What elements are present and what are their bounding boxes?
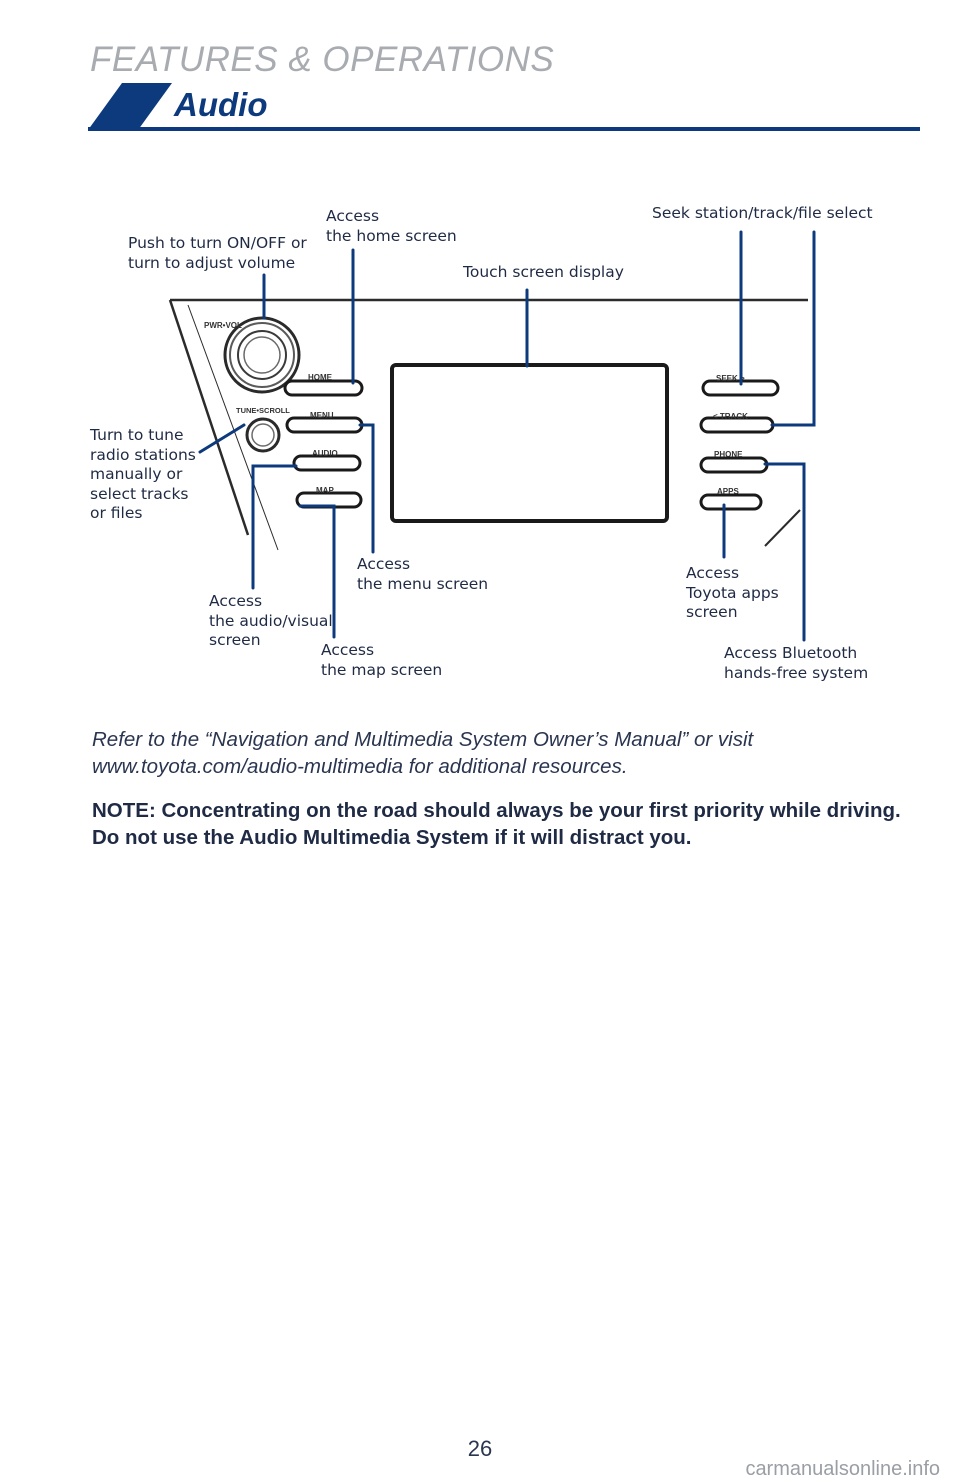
page-number: 26	[467, 1436, 493, 1461]
watermark: carmanualsonline.info	[745, 1458, 940, 1480]
callout-phone: Access Bluetooth hands-free system	[724, 644, 869, 682]
apps-button	[699, 493, 763, 511]
seek-button-label: SEEK >	[716, 374, 745, 383]
dashboard-outline	[168, 298, 808, 551]
audio-button	[292, 454, 362, 472]
home-button-label: HOME	[308, 373, 333, 382]
left-buttons	[283, 379, 364, 509]
callout-seek: Seek station/track/file select	[652, 204, 873, 222]
menu-button-label: MENU	[310, 411, 334, 420]
note-text: NOTE: Concentrating on the road should a…	[92, 799, 901, 849]
apps-button-label: APPS	[717, 487, 739, 496]
tune-knob	[245, 417, 281, 453]
touch-screen	[390, 363, 669, 523]
home-button	[283, 379, 364, 397]
phone-button-label: PHONE	[714, 450, 743, 459]
track-button-label: < TRACK	[713, 412, 748, 421]
right-buttons	[699, 379, 780, 511]
map-button-label: MAP	[316, 486, 334, 495]
audio-button-label: AUDIO	[312, 449, 338, 458]
callout-apps: Access Toyota apps screen	[686, 564, 779, 621]
reference-text: Refer to the “Navigation and Multimedia …	[92, 728, 754, 778]
tune-knob-label: TUNE•SCROLL	[236, 406, 290, 415]
callout-touch: Touch screen display	[463, 263, 624, 281]
volume-knob-label: PWR•VOL	[204, 321, 242, 330]
callout-map: Access the map screen	[321, 641, 443, 679]
page-title: Audio	[174, 86, 268, 123]
callout-home: Access the home screen	[326, 207, 457, 245]
phone-button	[699, 456, 769, 474]
callout-lines	[198, 230, 816, 642]
menu-button	[285, 416, 364, 434]
callout-tune: Turn to tune radio stations manually or …	[90, 426, 196, 522]
title-bar	[88, 83, 920, 131]
callout-audio: Access the audio/visual screen	[209, 592, 333, 649]
section-heading: FEATURES & OPERATIONS	[90, 40, 555, 79]
audio-panel-diagram: PWR•VOL TUNE•SCROLL HOME MENU AUDIO MAP …	[168, 230, 816, 642]
callout-power: Push to turn ON/OFF or turn to adjust vo…	[128, 234, 307, 272]
callout-menu: Access the menu screen	[357, 555, 489, 593]
volume-knob	[223, 316, 301, 394]
